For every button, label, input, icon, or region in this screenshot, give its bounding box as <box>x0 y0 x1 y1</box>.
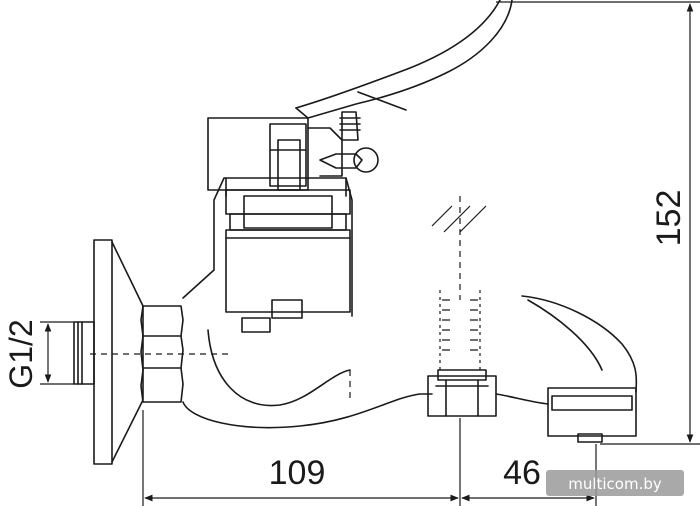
wall-flange <box>93 239 144 465</box>
dimension-width-right: 46 <box>503 454 541 492</box>
handle-block <box>207 111 379 191</box>
dimension-width-left: 109 <box>269 454 326 492</box>
faucet-body <box>182 177 549 429</box>
watermark: multicom.by <box>546 470 684 496</box>
dimension-lines <box>40 1 700 506</box>
inlet-nipple <box>73 321 95 385</box>
hex-nut <box>140 305 184 403</box>
flow-hatch <box>431 205 487 370</box>
lever-handle <box>295 0 513 119</box>
diverter-head <box>521 295 638 443</box>
watermark-text: multicom.by <box>568 475 662 493</box>
outlet-aerator <box>427 369 497 417</box>
dimension-height: 152 <box>650 190 688 247</box>
cartridge <box>225 189 351 333</box>
dimension-thread-label: G1/2 <box>3 319 39 388</box>
flow-lines <box>90 196 461 400</box>
